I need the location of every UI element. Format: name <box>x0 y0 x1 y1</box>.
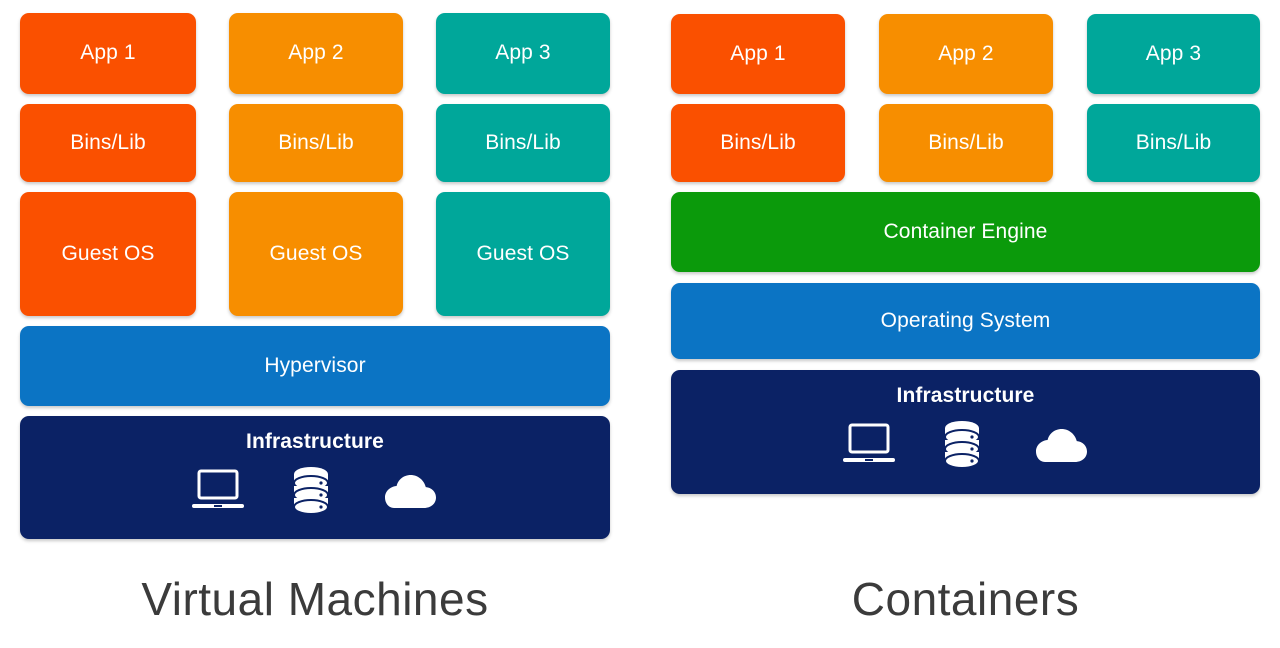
container-infrastructure-icon-group <box>842 420 1090 470</box>
vm-caption: Virtual Machines <box>20 572 610 626</box>
vm-hypervisor-box: Hypervisor <box>20 326 610 406</box>
vm-app-3-label: App 3 <box>495 41 551 65</box>
container-caption: Containers <box>671 572 1260 626</box>
cloud-icon <box>377 470 439 512</box>
container-app-2-label: App 2 <box>938 41 994 65</box>
vm-guest-os-3-label: Guest OS <box>476 241 570 265</box>
container-infrastructure-label: Infrastructure <box>896 384 1035 407</box>
vm-guest-os-2-box: Guest OS <box>229 192 403 316</box>
laptop-icon <box>842 422 896 468</box>
container-app-1-box: App 1 <box>671 14 845 94</box>
vm-bins-lib-1-box: Bins/Lib <box>20 104 196 182</box>
vm-caption-label: Virtual Machines <box>141 573 489 625</box>
container-bins-lib-3-label: Bins/Lib <box>1135 130 1212 154</box>
database-icon <box>940 420 984 470</box>
container-app-3-box: App 3 <box>1087 14 1260 94</box>
vm-guest-os-3-box: Guest OS <box>436 192 610 316</box>
container-infrastructure-box: Infrastructure <box>671 370 1260 494</box>
vm-app-1-box: App 1 <box>20 13 196 94</box>
vm-bins-lib-3-box: Bins/Lib <box>436 104 610 182</box>
vm-infrastructure-label: Infrastructure <box>246 430 384 453</box>
container-bins-lib-2-label: Bins/Lib <box>928 130 1004 154</box>
vm-app-2-box: App 2 <box>229 13 403 94</box>
vm-guest-os-1-box: Guest OS <box>20 192 196 316</box>
container-app-2-box: App 2 <box>879 14 1053 94</box>
container-operating-system-label: Operating System <box>880 308 1051 332</box>
vm-bins-lib-1-label: Bins/Lib <box>70 130 146 154</box>
container-bins-lib-3-box: Bins/Lib <box>1087 104 1260 182</box>
container-bins-lib-1-label: Bins/Lib <box>720 130 796 154</box>
vm-app-1-label: App 1 <box>80 41 136 65</box>
container-operating-system-box: Operating System <box>671 283 1260 359</box>
container-engine-label: Container Engine <box>883 219 1048 243</box>
database-icon <box>289 466 333 516</box>
container-app-1-label: App 1 <box>730 41 786 65</box>
vm-bins-lib-2-box: Bins/Lib <box>229 104 403 182</box>
vm-infrastructure-icon-group <box>191 466 439 516</box>
vm-bins-lib-3-label: Bins/Lib <box>485 130 561 154</box>
cloud-icon <box>1028 424 1090 466</box>
vm-hypervisor-label: Hypervisor <box>264 353 366 377</box>
container-bins-lib-1-box: Bins/Lib <box>671 104 845 182</box>
vm-guest-os-1-label: Guest OS <box>61 241 155 265</box>
container-app-3-label: App 3 <box>1145 41 1202 65</box>
vm-app-3-box: App 3 <box>436 13 610 94</box>
container-caption-label: Containers <box>851 573 1080 625</box>
container-bins-lib-2-box: Bins/Lib <box>879 104 1053 182</box>
container-engine-box: Container Engine <box>671 192 1260 272</box>
vm-app-2-label: App 2 <box>288 41 344 65</box>
vm-infrastructure-box: Infrastructure <box>20 416 610 539</box>
vm-guest-os-2-label: Guest OS <box>269 241 363 265</box>
vm-bins-lib-2-label: Bins/Lib <box>278 130 354 154</box>
laptop-icon <box>191 468 245 514</box>
